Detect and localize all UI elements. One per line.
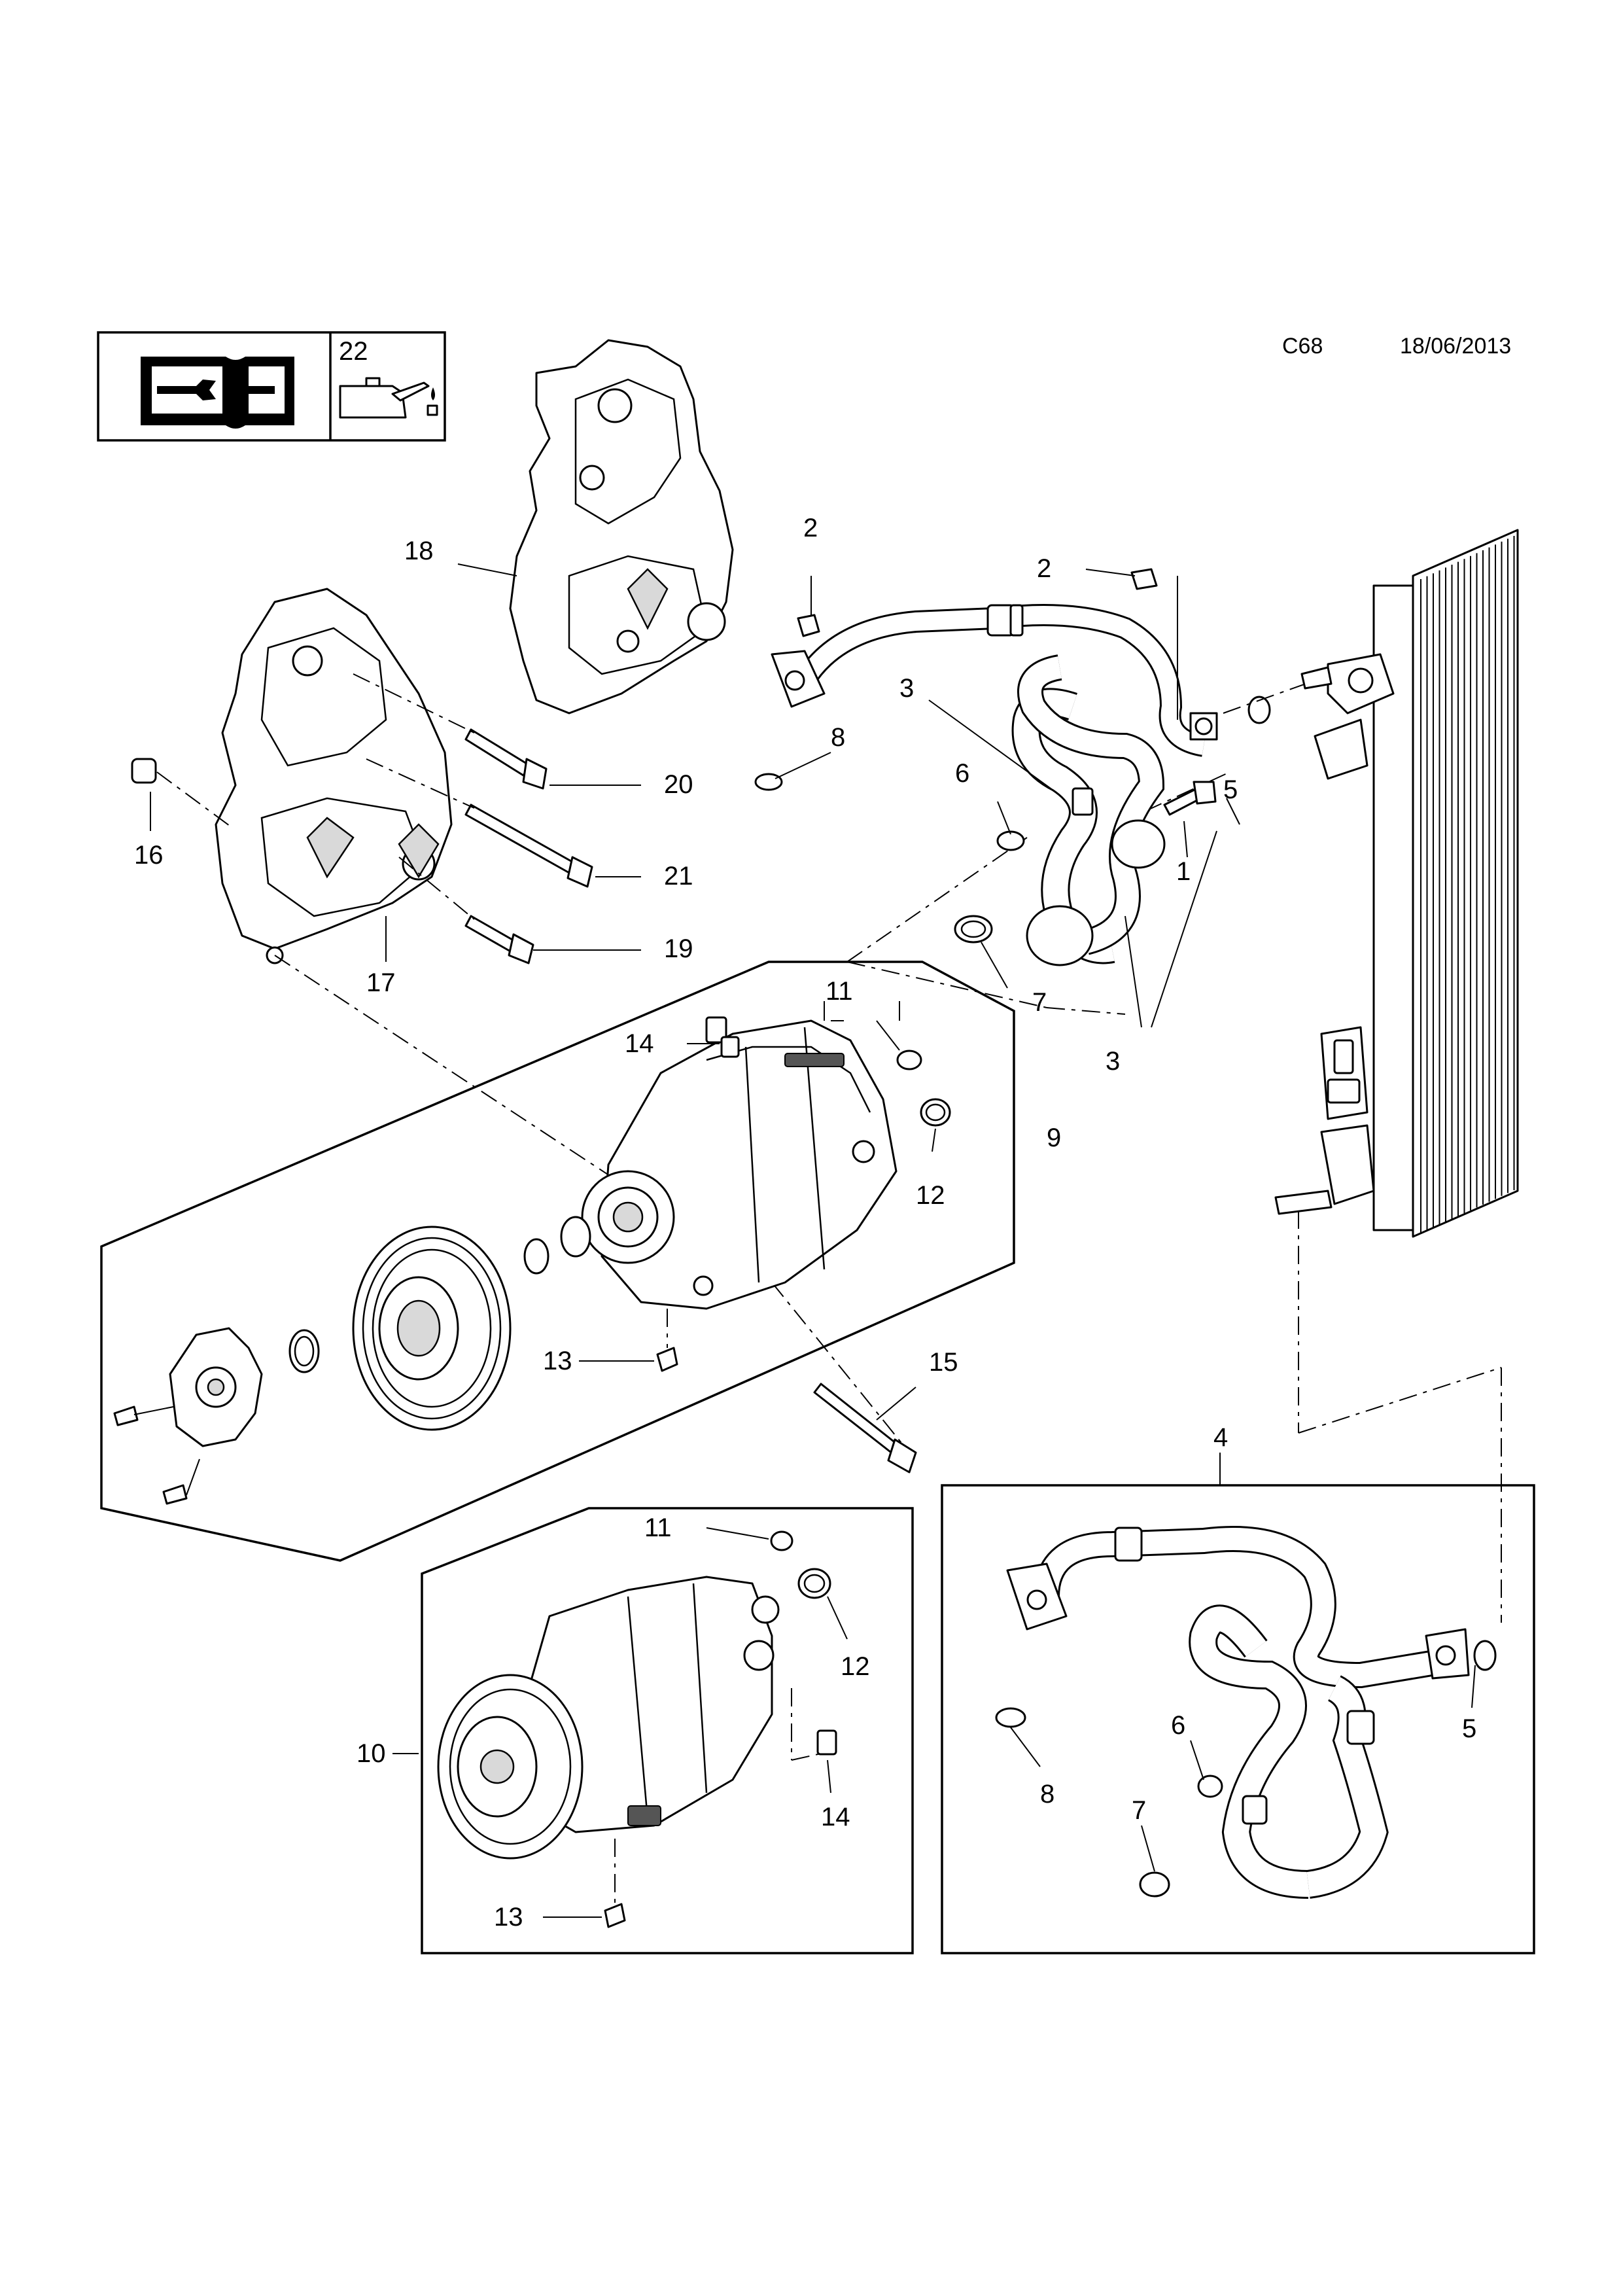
service-manual-icon bbox=[141, 357, 294, 429]
callout-8-upper: 8 bbox=[831, 723, 845, 752]
bracket-18 bbox=[509, 339, 734, 715]
callout-11-lower: 11 bbox=[644, 1513, 672, 1542]
callout-7-upper: 7 bbox=[1032, 988, 1047, 1017]
callout-16: 16 bbox=[134, 841, 164, 870]
callout-8-lower: 8 bbox=[1040, 1780, 1055, 1809]
callout-labels: 18 16 17 20 21 19 2 2 8 3 6 5 1 7 3 11 1… bbox=[134, 514, 1476, 1932]
hose-assembly-4 bbox=[941, 1484, 1535, 1954]
callout-21: 21 bbox=[664, 862, 693, 891]
callout-6-lower: 6 bbox=[1171, 1711, 1185, 1740]
callout-14-lower: 14 bbox=[821, 1803, 850, 1831]
nut-2-left bbox=[797, 614, 820, 637]
callout-7-lower: 7 bbox=[1132, 1796, 1146, 1825]
callout-9: 9 bbox=[1047, 1123, 1061, 1152]
callout-10: 10 bbox=[357, 1739, 386, 1768]
callout-12-lower: 12 bbox=[841, 1652, 870, 1681]
bolt-20 bbox=[464, 728, 548, 790]
page-code: C68 bbox=[1282, 334, 1323, 359]
oil-can-icon bbox=[339, 377, 438, 419]
bolt-19 bbox=[464, 915, 534, 964]
ac-hose-upper bbox=[771, 604, 1218, 966]
compressor-assembly-10 bbox=[421, 1507, 914, 1954]
callout-19: 19 bbox=[664, 934, 693, 963]
legend-box: 22 bbox=[97, 331, 446, 442]
callout-1: 1 bbox=[1176, 857, 1191, 886]
page-date: 18/06/2013 bbox=[1400, 334, 1511, 359]
callout-18: 18 bbox=[404, 537, 434, 565]
oil-number: 22 bbox=[339, 337, 368, 366]
callout-13-lower: 13 bbox=[494, 1903, 523, 1932]
compressor-assembly-9 bbox=[100, 961, 1015, 1562]
callout-4: 4 bbox=[1213, 1423, 1228, 1452]
bolt-1 bbox=[1163, 781, 1217, 816]
seal-5-upper bbox=[1247, 696, 1271, 724]
callout-5-upper: 5 bbox=[1223, 775, 1238, 804]
condenser bbox=[1274, 529, 1519, 1238]
callout-15: 15 bbox=[929, 1348, 958, 1377]
callout-14-upper: 14 bbox=[625, 1029, 654, 1058]
seal-6-upper bbox=[996, 830, 1025, 851]
callout-6-upper: 6 bbox=[955, 759, 969, 788]
bolt-21 bbox=[464, 804, 593, 888]
callout-17: 17 bbox=[366, 968, 396, 997]
callout-13-upper: 13 bbox=[543, 1347, 572, 1375]
callout-3-lower: 3 bbox=[1106, 1047, 1120, 1076]
seal-8-upper bbox=[754, 773, 783, 791]
bracket-17 bbox=[215, 588, 453, 964]
nut-2-right bbox=[1130, 568, 1158, 590]
callout-5-lower: 5 bbox=[1462, 1714, 1476, 1743]
callout-2-left: 2 bbox=[803, 514, 818, 542]
callout-3-upper: 3 bbox=[899, 674, 914, 703]
callout-11-upper: 11 bbox=[826, 977, 853, 1006]
sleeve-16 bbox=[131, 758, 157, 784]
callout-12-upper: 12 bbox=[916, 1181, 945, 1210]
pulley bbox=[352, 1226, 512, 1431]
seal-7-upper bbox=[954, 915, 993, 944]
clutch-plate bbox=[169, 1327, 263, 1447]
callout-20: 20 bbox=[664, 770, 693, 799]
leader-lines bbox=[150, 563, 1476, 1918]
callout-2-right: 2 bbox=[1037, 554, 1051, 583]
